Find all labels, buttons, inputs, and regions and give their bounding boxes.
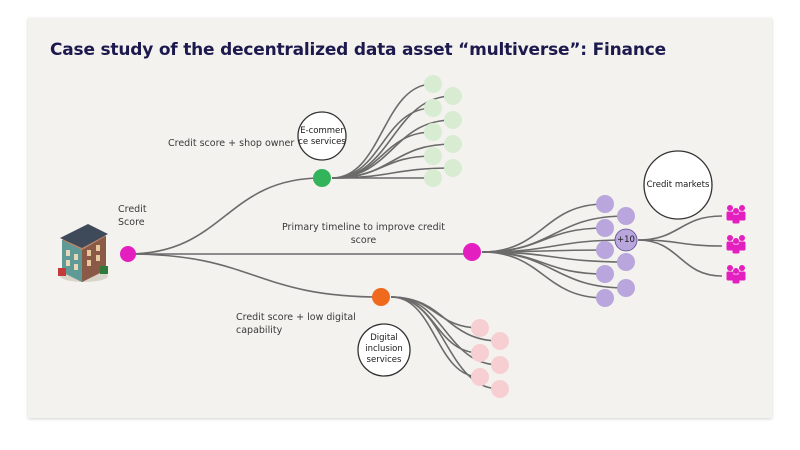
shop-owner-branch-line bbox=[127, 177, 323, 255]
people-groups bbox=[726, 205, 746, 284]
purple-node bbox=[617, 207, 635, 225]
purple-node bbox=[596, 219, 614, 237]
green-node bbox=[424, 99, 442, 117]
low-digital-label: Credit score + low digital capability bbox=[236, 312, 356, 336]
pink-node bbox=[471, 319, 489, 337]
credit-markets-label: Credit markets bbox=[646, 180, 710, 190]
digital-inclusion-bubble bbox=[357, 323, 411, 377]
person-body bbox=[738, 241, 746, 251]
shop-owner-node bbox=[313, 169, 331, 187]
person-body bbox=[726, 271, 734, 281]
purple-node bbox=[596, 195, 614, 213]
green-node bbox=[424, 147, 442, 165]
person-head bbox=[733, 208, 739, 214]
people-fan-line bbox=[637, 239, 723, 277]
person-head bbox=[727, 205, 733, 211]
credit-score-label: Credit Score bbox=[118, 204, 147, 228]
purple-fan-line bbox=[481, 251, 627, 289]
green-fan-line bbox=[331, 131, 434, 179]
person-body bbox=[738, 271, 746, 281]
green-node bbox=[444, 111, 462, 129]
people-fan-line bbox=[637, 239, 723, 247]
counter-badge: +10 bbox=[617, 235, 635, 245]
credit-markets-bubble bbox=[643, 150, 713, 220]
diagram-nodes bbox=[120, 75, 638, 398]
connector-lines bbox=[127, 83, 723, 390]
green-node bbox=[424, 75, 442, 93]
person-body bbox=[732, 214, 740, 224]
pink-fan-line bbox=[390, 296, 481, 329]
person-head bbox=[727, 235, 733, 241]
people-group-icon bbox=[726, 235, 746, 254]
primary-timeline-node bbox=[463, 243, 481, 261]
low-digital-branch-line bbox=[127, 253, 382, 298]
pink-node bbox=[491, 332, 509, 350]
people-group-icon bbox=[726, 265, 746, 284]
primary-timeline-label: Primary timeline to improve credit score bbox=[282, 222, 445, 246]
green-fan-line bbox=[331, 83, 434, 179]
purple-fan-line bbox=[481, 203, 606, 253]
people-group-icon bbox=[726, 205, 746, 224]
purple-node bbox=[617, 279, 635, 297]
pink-node bbox=[471, 344, 489, 362]
person-body bbox=[726, 211, 734, 221]
green-node bbox=[444, 159, 462, 177]
low-digital-node bbox=[372, 288, 390, 306]
person-body bbox=[726, 241, 734, 251]
green-node bbox=[444, 135, 462, 153]
person-head bbox=[739, 265, 745, 271]
person-head bbox=[739, 235, 745, 241]
purple-fan-line bbox=[481, 239, 627, 253]
green-node bbox=[424, 123, 442, 141]
building-icon bbox=[58, 224, 108, 282]
pink-node bbox=[491, 356, 509, 374]
credit-score-node bbox=[120, 246, 136, 262]
purple-node bbox=[596, 289, 614, 307]
pink-node bbox=[471, 368, 489, 386]
page-title: Case study of the decentralized data ass… bbox=[50, 40, 666, 60]
ecommerce-label: E-commer ce services bbox=[298, 126, 346, 147]
person-head bbox=[733, 268, 739, 274]
pink-node bbox=[491, 380, 509, 398]
person-head bbox=[733, 238, 739, 244]
green-node bbox=[424, 169, 442, 187]
digital-inclusion-label: Digital inclusion services bbox=[365, 333, 403, 365]
ecommerce-bubble bbox=[297, 111, 347, 161]
people-fan-line bbox=[637, 215, 723, 241]
purple-node bbox=[596, 241, 614, 259]
green-node bbox=[444, 87, 462, 105]
shop-owner-label: Credit score + shop owner bbox=[168, 138, 295, 149]
green-fan-line bbox=[331, 107, 434, 179]
person-body bbox=[732, 244, 740, 254]
purple-node bbox=[617, 253, 635, 271]
person-body bbox=[732, 274, 740, 284]
purple-fan-line bbox=[481, 251, 606, 299]
person-head bbox=[727, 265, 733, 271]
person-body bbox=[738, 211, 746, 221]
counter-node bbox=[614, 228, 638, 252]
purple-node bbox=[596, 265, 614, 283]
person-head bbox=[739, 205, 745, 211]
